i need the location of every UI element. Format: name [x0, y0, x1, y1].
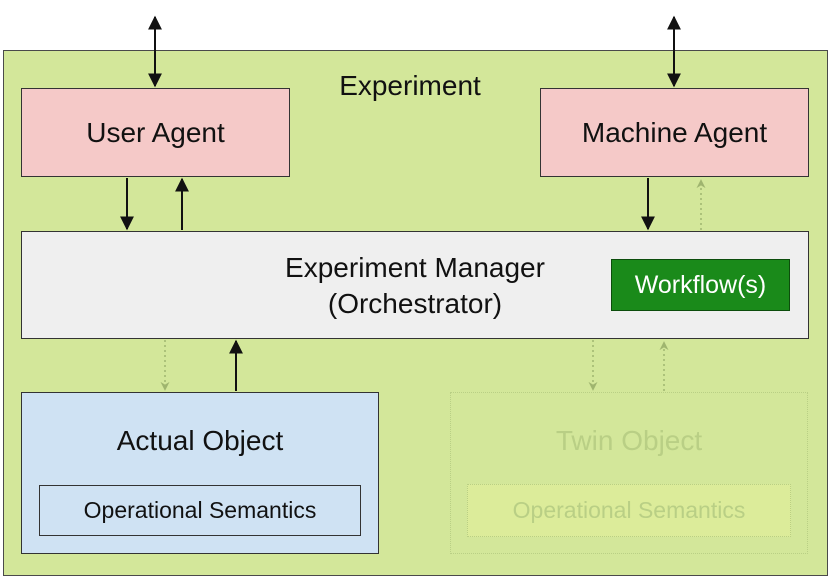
experiment-label: Experiment: [339, 70, 481, 101]
machine-agent-box: Machine Agent: [540, 88, 809, 177]
actual-object-box: [21, 392, 379, 554]
workflows-box: Workflow(s): [611, 259, 790, 311]
user-agent-box: User Agent: [21, 88, 290, 177]
actual-object-title: Actual Object: [116, 425, 284, 456]
manager-title-line2: (Orchestrator): [327, 288, 503, 319]
twin-object-title: Twin Object: [555, 425, 703, 456]
twin-object-box: [450, 392, 808, 554]
twin-operational-semantics: Operational Semantics: [467, 484, 791, 537]
manager-title-line1: Experiment Manager: [285, 252, 545, 283]
experiment-manager-title: Experiment Manager (Orchestrator): [200, 250, 630, 322]
actual-operational-semantics: Operational Semantics: [39, 485, 361, 536]
